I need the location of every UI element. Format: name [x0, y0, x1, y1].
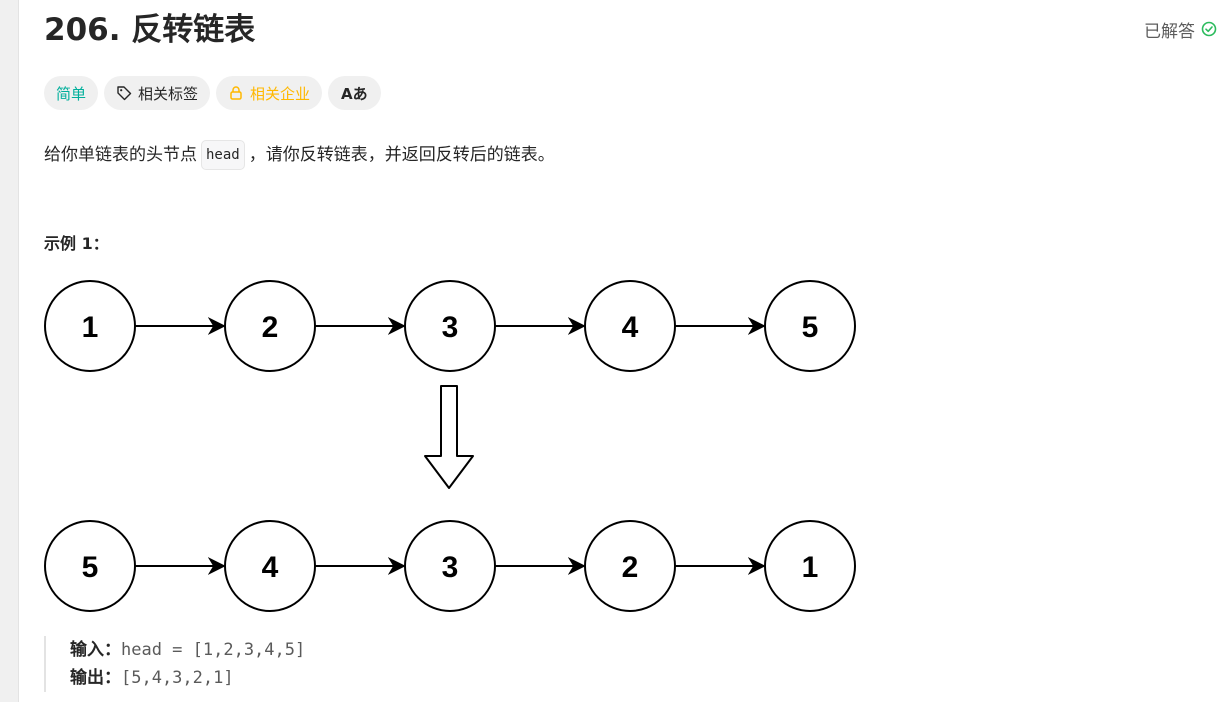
reversed-node-4	[584, 520, 676, 612]
reversed-node-value-5: 1	[802, 551, 819, 584]
original-node-5	[764, 280, 856, 372]
tag-icon	[116, 85, 132, 101]
original-node-3	[404, 280, 496, 372]
reversed-node-5	[764, 520, 856, 612]
check-circle-icon	[1201, 21, 1217, 37]
original-node-4	[584, 280, 676, 372]
problem-tags: 简单 相关标签 相关企业 Aあ	[44, 76, 381, 110]
description-text-before: 给你单链表的头节点	[44, 145, 197, 165]
difficulty-badge: 简单	[44, 76, 99, 110]
description-code-head: head	[201, 140, 245, 170]
original-node-1	[44, 280, 136, 372]
original-node-value-3: 3	[442, 311, 459, 344]
description-text-after: ，请你反转链表，并返回反转后的链表。	[248, 145, 555, 165]
reversed-node-value-4: 2	[622, 551, 639, 584]
solved-label: 已解答	[1144, 21, 1195, 42]
difficulty-label: 简单	[56, 84, 87, 103]
translate-button[interactable]: Aあ	[328, 76, 381, 110]
problem-title: 206. 反转链表	[44, 12, 256, 48]
example-io: 输入：head = [1,2,3,4,5] 输出：[5,4,3,2,1]	[44, 636, 305, 692]
down-arrow-icon	[424, 385, 474, 489]
example-title: 示例 1：	[44, 234, 109, 253]
solved-status: 已解答	[1144, 16, 1217, 42]
output-value: [5,4,3,2,1]	[121, 668, 234, 688]
reversed-node-2	[224, 520, 316, 612]
reversed-node-value-3: 3	[442, 551, 459, 584]
input-value: head = [1,2,3,4,5]	[121, 640, 306, 660]
left-panel-edge	[0, 0, 19, 702]
related-tags-label: 相关标签	[138, 84, 199, 103]
reversed-node-1	[44, 520, 136, 612]
example-input-line: 输入：head = [1,2,3,4,5]	[70, 636, 305, 664]
output-label: 输出：	[70, 668, 121, 688]
original-list: 1 2 3 4 5	[44, 280, 856, 372]
original-node-value-2: 2	[262, 311, 279, 344]
lock-icon	[228, 85, 244, 101]
example-output-line: 输出：[5,4,3,2,1]	[70, 664, 305, 692]
linked-list-diagram: 1 2 3 4 5 5 4 3 2 1	[44, 280, 856, 612]
reversed-node-value-1: 5	[82, 551, 99, 584]
original-node-value-4: 4	[622, 311, 639, 344]
reversed-node-3	[404, 520, 496, 612]
reversed-node-value-2: 4	[262, 551, 279, 584]
input-label: 输入：	[70, 640, 121, 660]
related-companies-label: 相关企业	[250, 84, 311, 103]
related-companies-button[interactable]: 相关企业	[216, 76, 323, 110]
problem-description: 给你单链表的头节点 head ，请你反转链表，并返回反转后的链表。	[44, 140, 555, 170]
reversed-list: 5 4 3 2 1	[44, 520, 856, 612]
translate-label: Aあ	[341, 84, 368, 103]
original-node-value-5: 5	[802, 311, 819, 344]
original-node-2	[224, 280, 316, 372]
related-tags-button[interactable]: 相关标签	[104, 76, 211, 110]
original-node-value-1: 1	[82, 311, 99, 344]
